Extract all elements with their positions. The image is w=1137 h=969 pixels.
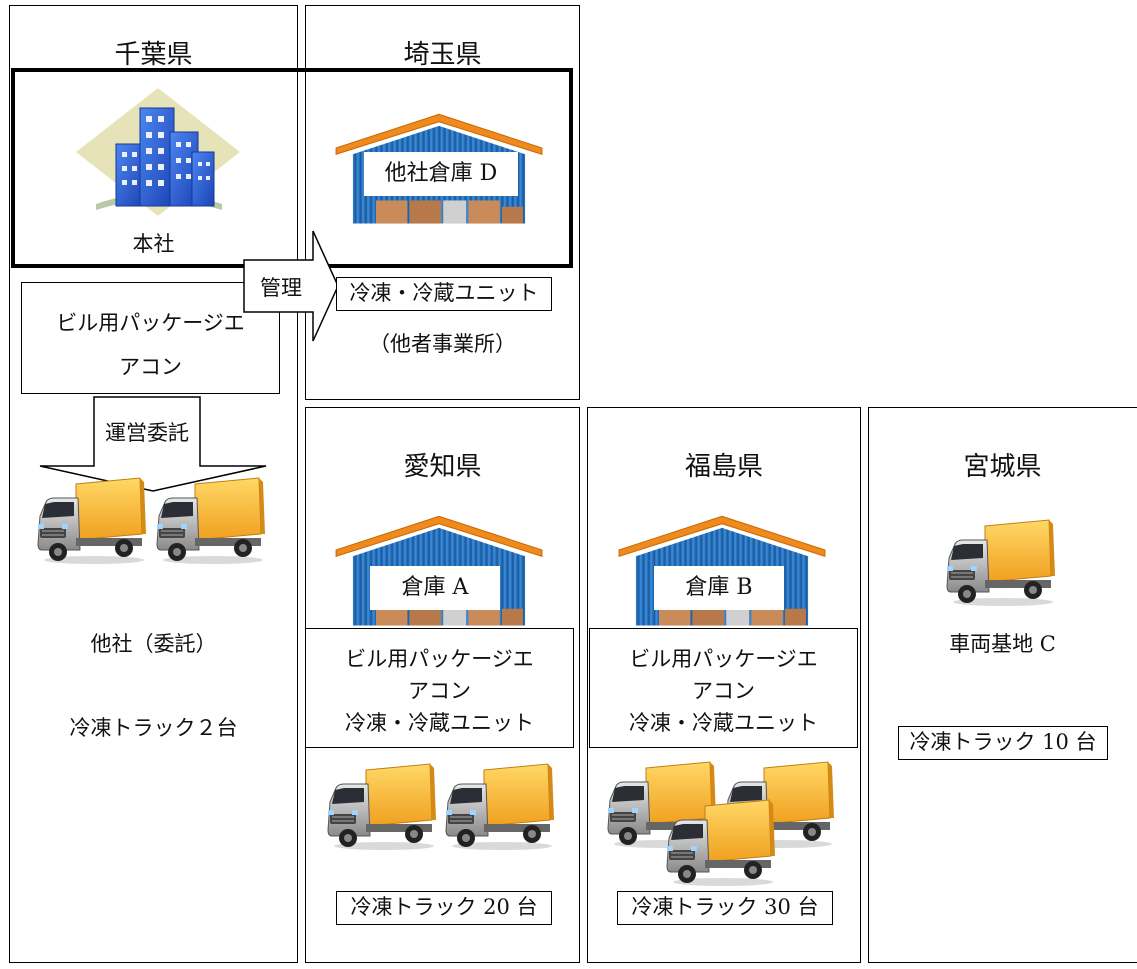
equipment-line: ビル用パッケージエ — [345, 647, 534, 671]
region-title-saitama: 埼玉県 — [403, 40, 482, 70]
outsourcing-arrow — [38, 396, 268, 492]
equipment-line: アコン — [408, 679, 471, 703]
equipment-box-chiba: ビル用パッケージエ アコン — [21, 282, 280, 394]
equipment-line: ビル用パッケージエ — [629, 647, 818, 671]
equipment-box-fukushima: ビル用パッケージエ アコン 冷凍・冷蔵ユニット — [589, 628, 858, 748]
truck-count-chiba: 冷凍トラック２台 — [69, 716, 238, 740]
region-title-chiba: 千葉県 — [114, 40, 193, 70]
region-title-fukushima: 福島県 — [684, 452, 763, 482]
outsourced-label: 他社（委託） — [90, 632, 217, 656]
equipment-line: アコン — [692, 679, 755, 703]
office-building-icon — [72, 86, 244, 218]
warehouse-label-d: 他社倉庫 D — [364, 152, 518, 196]
outsourcing-arrow-label: 運営委託 — [105, 421, 189, 445]
refrigerated-truck-icon — [36, 476, 146, 566]
equipment-line: 冷凍・冷蔵ユニット — [345, 711, 534, 735]
equipment-box-aichi: ビル用パッケージエ アコン 冷凍・冷蔵ユニット — [305, 628, 574, 748]
equipment-line: ビル用パッケージエ — [56, 311, 245, 335]
region-saitama — [305, 5, 580, 400]
refrigerated-truck-icon — [155, 476, 265, 566]
truck-count-fukushima: 冷凍トラック 30 台 — [617, 891, 833, 925]
region-chiba — [9, 5, 298, 963]
warehouse-label-b: 倉庫 B — [654, 566, 784, 610]
refrigerated-truck-icon — [326, 762, 436, 852]
region-fukushima — [587, 407, 861, 963]
equipment-line: アコン — [119, 355, 182, 379]
refrigerated-truck-icon — [665, 798, 775, 888]
hq-label: 本社 — [132, 232, 175, 256]
vehicle-base-label: 車両基地 C — [949, 632, 1056, 656]
site-label-saitama: （他者事業所） — [369, 332, 516, 356]
truck-count-aichi: 冷凍トラック 20 台 — [336, 891, 552, 925]
region-title-miyagi: 宮城県 — [963, 452, 1042, 482]
unit-box-saitama: 冷凍・冷蔵ユニット — [336, 277, 552, 311]
equipment-line: 冷凍・冷蔵ユニット — [629, 711, 818, 735]
refrigerated-truck-icon — [444, 762, 554, 852]
management-arrow-label: 管理 — [260, 276, 302, 300]
region-title-aichi: 愛知県 — [403, 452, 482, 482]
refrigerated-truck-icon — [945, 518, 1055, 608]
truck-count-miyagi: 冷凍トラック 10 台 — [898, 726, 1108, 760]
region-miyagi — [868, 407, 1137, 963]
warehouse-label-a: 倉庫 A — [370, 566, 500, 610]
management-arrow — [243, 230, 339, 342]
